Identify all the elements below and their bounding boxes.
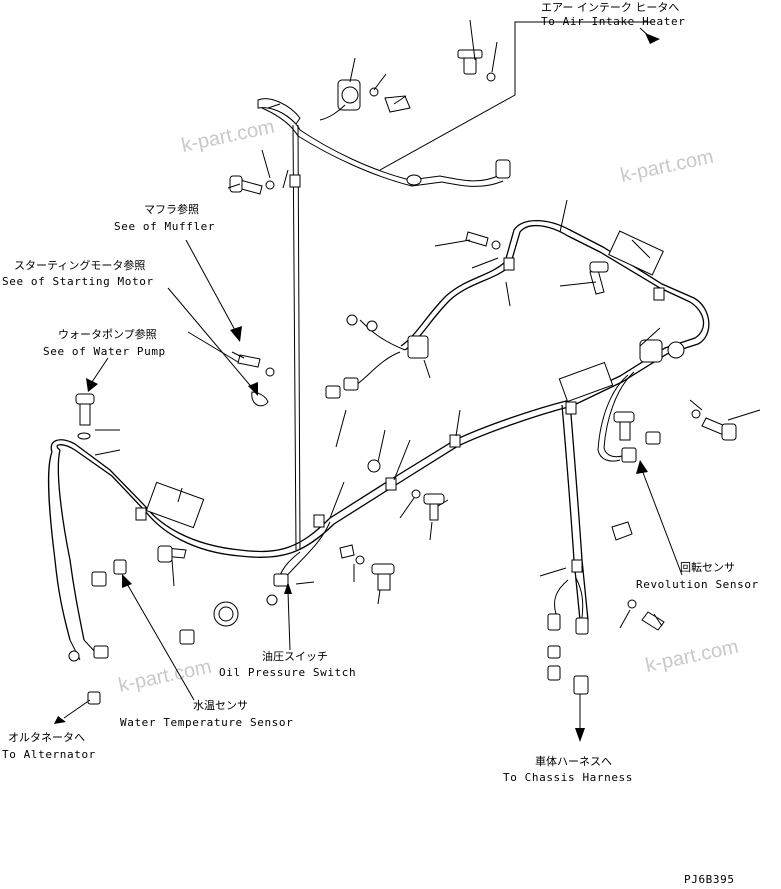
air-intake-heater-cable [257, 21, 660, 187]
starting-motor-label-en: See of Starting Motor [2, 275, 154, 288]
air-intake-heater-label-jp: エアー インテーク ヒータへ [541, 1, 679, 14]
water-temperature-sensor-label-en: Water Temperature Sensor [120, 716, 293, 729]
drawing-code: PJ6B395 [684, 873, 735, 886]
chassis-harness-label-en: To Chassis Harness [503, 771, 633, 784]
alternator-label-jp: オルタネータへ [8, 731, 85, 744]
water-temperature-sensor-label-jp: 水温センサ [193, 699, 248, 712]
fasteners [75, 175, 737, 631]
oil-pressure-switch-label-jp: 油圧スイッチ [262, 649, 328, 663]
leader-lines [94, 19, 761, 629]
label-pointers [54, 239, 683, 724]
muffler-label-en: See of Muffler [114, 220, 215, 233]
starting-motor-label-jp: スターティングモータ参照 [14, 258, 145, 272]
water-pump-label-jp: ウォータポンプ参照 [58, 327, 157, 341]
watermark: k-part.com [643, 636, 740, 677]
harness-clamps [135, 174, 665, 573]
oil-pressure-switch-label-en: Oil Pressure Switch [219, 666, 356, 679]
alternator-label-en: To Alternator [2, 748, 96, 761]
connectors [68, 314, 685, 742]
air-intake-heater-label-en: To Air Intake Heater [541, 15, 685, 28]
muffler-label-jp: マフラ参照 [144, 202, 199, 216]
revolution-sensor-label-en: Revolution Sensor [636, 578, 759, 591]
part-labels: エアー インテーク ヒータへ To Air Intake Heater マフラ参… [2, 1, 759, 886]
chassis-harness-label-jp: 車体ハーネスへ [535, 754, 612, 768]
watermark: k-part.com [116, 656, 213, 697]
water-pump-label-en: See of Water Pump [43, 345, 166, 358]
watermark: k-part.com [618, 146, 715, 187]
revolution-sensor-label-jp: 回転センサ [680, 561, 735, 574]
